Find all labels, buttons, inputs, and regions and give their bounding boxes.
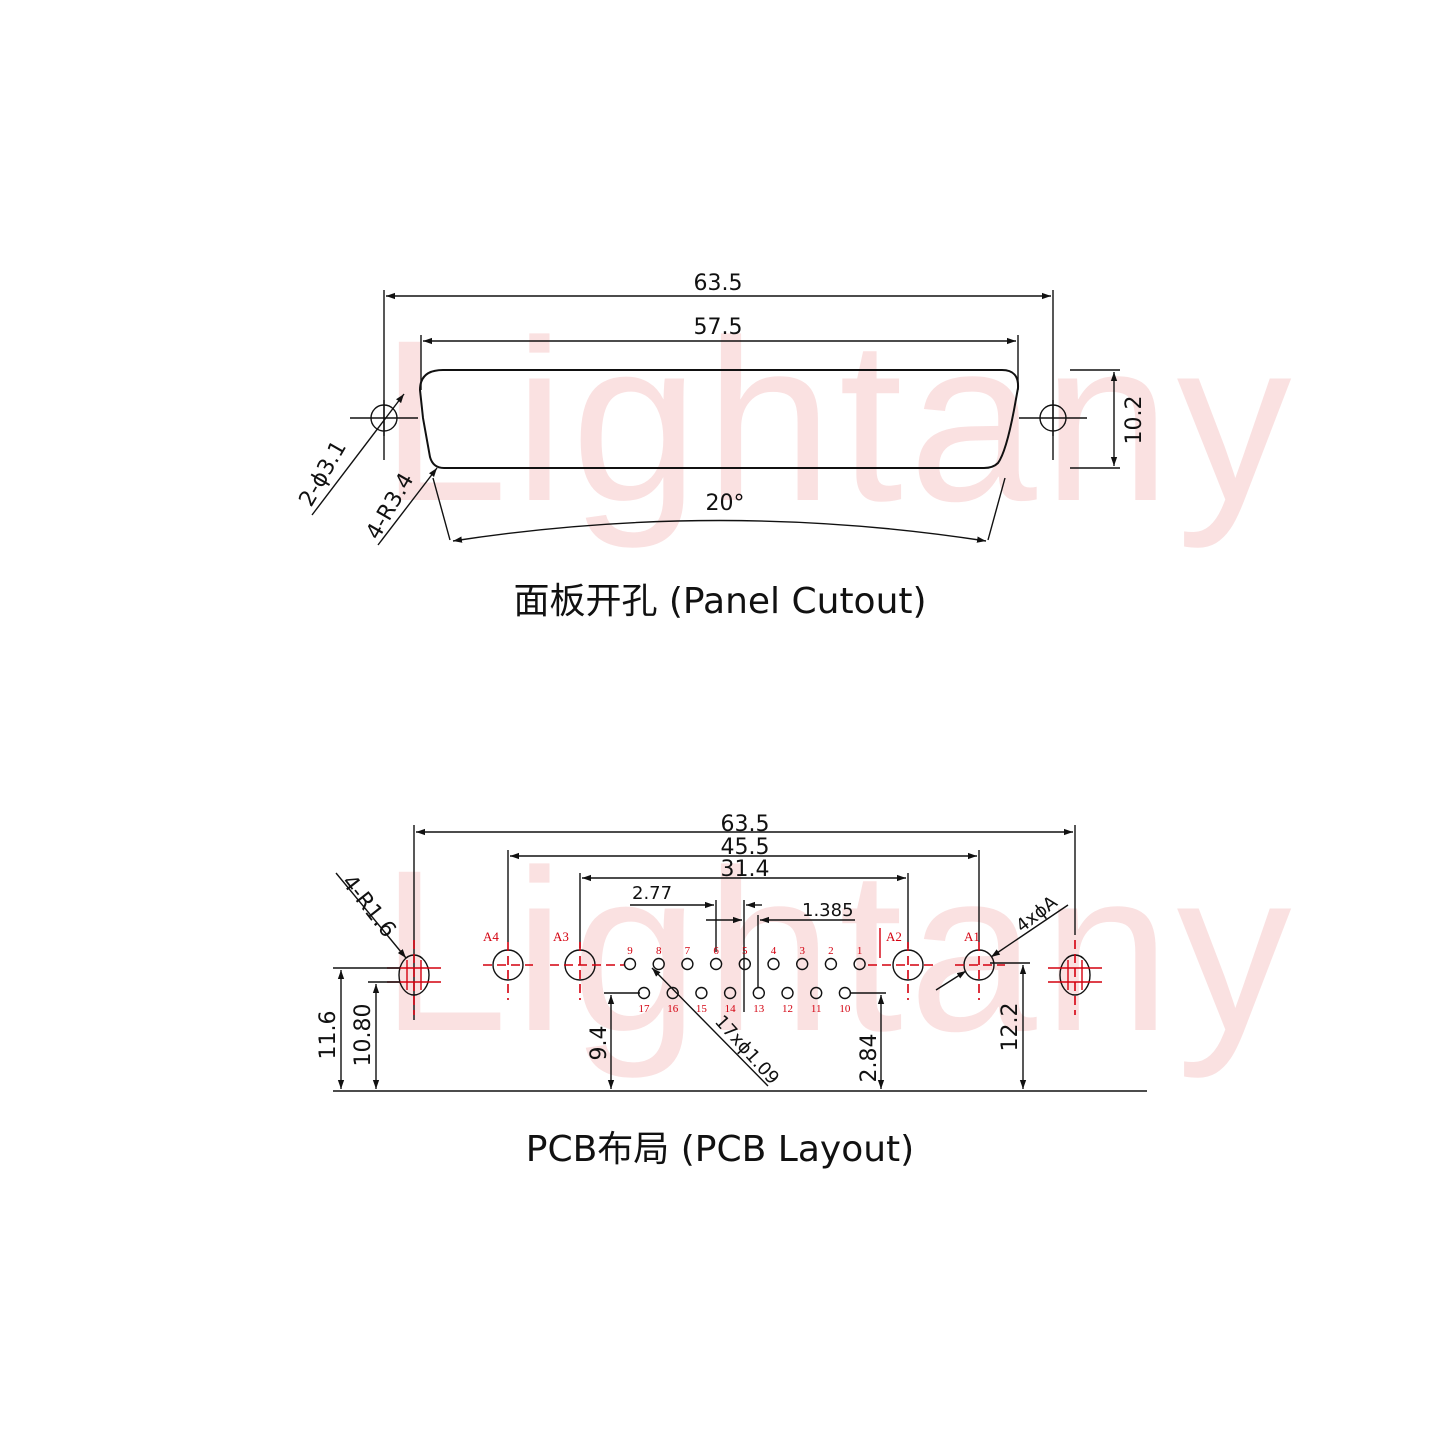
pin-row-top: 9 8 7 6 5 4 3 2 1: [623, 945, 866, 971]
pin-label-12: 12: [782, 1003, 793, 1015]
pin-label-2: 2: [828, 945, 834, 957]
pin-label-13: 13: [753, 1003, 765, 1015]
label-a2: A2: [886, 929, 902, 944]
pin-label-6: 6: [713, 945, 719, 957]
leader-pins: [651, 967, 769, 1087]
pin-label-14: 14: [725, 1003, 737, 1015]
pin-11: [810, 986, 823, 1000]
pin-label-15: 15: [696, 1003, 708, 1015]
dim-row2-height: 9.4: [587, 1026, 612, 1061]
leader-holes: [311, 393, 405, 516]
dim-overall-panel: 63.5: [694, 271, 743, 296]
dim-a-span: 45.5: [721, 835, 770, 860]
leader-mount-radius: [335, 872, 407, 959]
pin-16: [666, 986, 679, 1000]
label-a4: A4: [483, 929, 499, 944]
leader-radius: [377, 467, 438, 546]
pin-15: [695, 986, 708, 1000]
pin-label-16: 16: [667, 1003, 679, 1015]
dim-a-height: 12.2: [998, 1003, 1023, 1052]
a-hole-a2: [868, 942, 935, 1000]
caption-pcb-layout: PCB布局 (PCB Layout): [526, 1129, 914, 1170]
pin-6: [709, 957, 723, 971]
pin-2: [824, 957, 838, 971]
pin-1: [853, 957, 866, 971]
dim-half-pitch: 1.385: [802, 900, 854, 921]
a-hole-a1: [955, 942, 1005, 1000]
watermark-top: Lightany: [380, 292, 1298, 549]
pin-3: [796, 957, 809, 971]
pin-13: [752, 986, 765, 1000]
dim-row-spacing: 2.84: [857, 1034, 882, 1083]
pin-label-11: 11: [811, 1003, 822, 1015]
pin-12: [781, 986, 794, 1000]
label-a1: A1: [964, 929, 980, 944]
caption-panel-cutout: 面板开孔 (Panel Cutout): [513, 581, 926, 622]
watermark-bottom: Lightany: [380, 822, 1298, 1079]
dim-pitch: 2.77: [632, 883, 672, 904]
d-sub-cutout-outline: [418, 369, 1020, 469]
pin-7: [681, 957, 694, 971]
dim-mount-height: 11.6: [316, 1011, 341, 1060]
angle-arc: [452, 519, 987, 543]
a-hole-a3: [550, 942, 625, 1000]
pin-label-1: 1: [857, 945, 863, 957]
dim-height: 10.2: [1122, 396, 1147, 445]
pin-label-8: 8: [656, 945, 662, 957]
pin-label-9: 9: [627, 945, 633, 957]
dim-mount-height-2: 10.80: [351, 1004, 376, 1067]
pin-label-17: 17: [639, 1003, 651, 1015]
dim-pin-span: 31.4: [721, 857, 770, 882]
pin-label-5: 5: [742, 945, 748, 957]
dim-angle: 20°: [706, 491, 745, 516]
label-a3: A3: [553, 929, 569, 944]
pin-14: [723, 986, 737, 1000]
pin-4: [767, 957, 780, 971]
panel-cutout-view: 63.5 57.5 10.2 2-ϕ3.1 4-R3.4 20° 面板开孔 (P…: [295, 271, 1147, 622]
pin-label-3: 3: [799, 945, 805, 957]
a-hole-a4: [483, 942, 533, 1000]
pin-row-bottom: 17 16 15 14 13 12 11 10: [637, 986, 852, 1015]
pin-label-10: 10: [839, 1003, 851, 1015]
pin-label-4: 4: [771, 945, 777, 957]
dim-pcb-overall: 63.5: [721, 812, 770, 837]
pin-9: [623, 957, 637, 971]
pin-label-7: 7: [685, 945, 691, 957]
leader-a-holes: [990, 904, 1069, 958]
pin-5: [738, 957, 751, 971]
dim-cutout-width: 57.5: [694, 315, 743, 340]
mount-hole-right: [1048, 940, 1102, 1015]
